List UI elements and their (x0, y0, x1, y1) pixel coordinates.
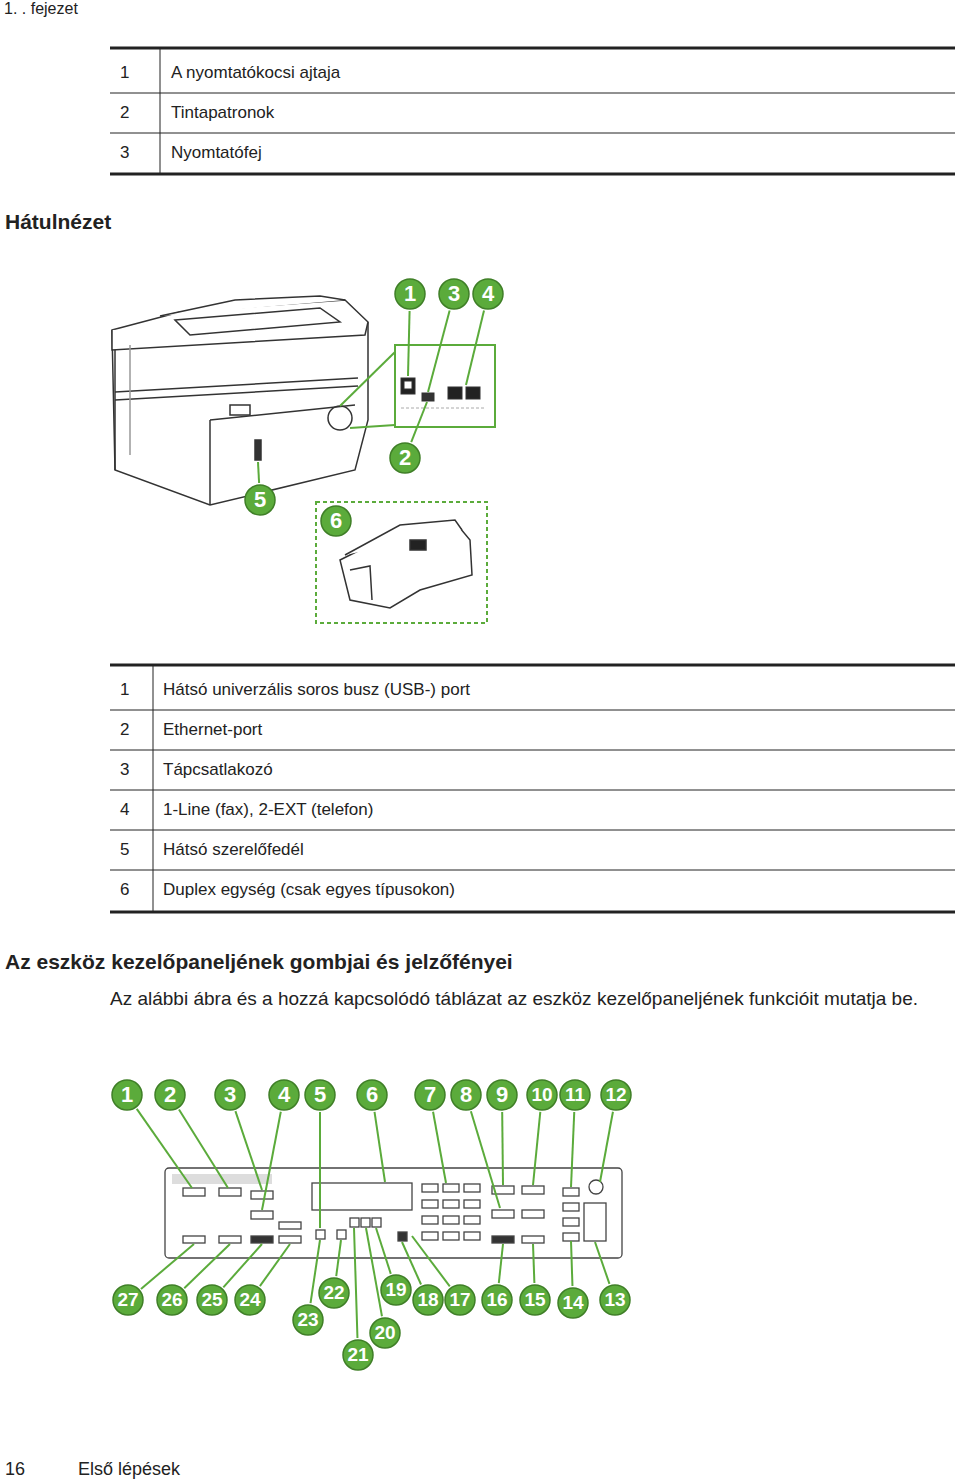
callout-number: 27 (111, 1289, 145, 1312)
callout-number: 13 (598, 1289, 632, 1312)
callout-number: 15 (518, 1289, 552, 1312)
table-rules (110, 48, 955, 174)
leader-line (571, 1241, 572, 1286)
callout-number: 12 (599, 1084, 633, 1107)
text-label: Első lépések (78, 1459, 180, 1481)
leader-line (354, 1228, 357, 1338)
leader-line (336, 1240, 341, 1276)
callout-number: 7 (413, 1082, 447, 1108)
table-rules (110, 665, 955, 912)
callout-number: 11 (558, 1084, 592, 1107)
section-heading: Az eszköz kezelőpaneljének gombjai és je… (5, 949, 513, 974)
callout-number: 3 (437, 281, 471, 307)
leader-line (533, 1244, 534, 1283)
leader-line (223, 1244, 262, 1287)
leader-line (184, 1244, 230, 1288)
leader-line (262, 1112, 281, 1210)
duplex-frame (316, 502, 487, 623)
text-label: Ethernet-port (163, 720, 262, 740)
callout-number: 19 (379, 1279, 413, 1302)
text-label: 2 (120, 103, 129, 123)
leader-line (428, 310, 450, 392)
leader-line (258, 462, 259, 483)
leader-line (375, 1112, 385, 1182)
callout-number: 18 (411, 1289, 445, 1312)
callout-circles (112, 279, 631, 1370)
callout-number: 16 (480, 1289, 514, 1312)
leader-line (433, 1112, 446, 1183)
text-label: 3 (120, 760, 129, 780)
leader-line (408, 311, 410, 376)
leader-line (319, 1112, 321, 1228)
callout-number: 22 (317, 1282, 351, 1305)
callout-number: 1 (393, 281, 427, 307)
callout-number: 14 (556, 1292, 590, 1315)
callout-number: 6 (319, 508, 353, 534)
leader-line (411, 402, 427, 442)
callout-number: 4 (471, 281, 505, 307)
text-label: 1. . fejezet (4, 0, 78, 19)
leader-line (600, 1112, 613, 1182)
duplex-illustration (340, 520, 472, 608)
callout-number: 9 (485, 1082, 519, 1108)
leader-line (260, 1244, 290, 1286)
printer-illustration (112, 296, 368, 505)
callout-number: 25 (195, 1289, 229, 1312)
text-label: Hátsó szerelőfedél (163, 840, 304, 860)
callout-number: 4 (267, 1082, 301, 1108)
section-heading: Hátulnézet (5, 209, 111, 234)
text-label: 1-Line (fax), 2-EXT (telefon) (163, 800, 373, 820)
leader-line (412, 1236, 450, 1286)
leader-line (235, 1111, 262, 1190)
callout-number: 5 (243, 487, 277, 513)
callout-number: 21 (341, 1344, 375, 1367)
callout-number: 26 (155, 1289, 189, 1312)
text-label: A nyomtatókocsi ajtaja (171, 63, 340, 83)
leader-lines (137, 310, 613, 1338)
callout-number: 5 (303, 1082, 337, 1108)
text-label: 6 (120, 880, 129, 900)
leader-line (376, 1228, 391, 1274)
leader-line (501, 1112, 504, 1185)
callout-number: 20 (368, 1322, 402, 1345)
text-label: 5 (120, 840, 129, 860)
port-panel (401, 378, 485, 408)
control-panel (165, 1168, 622, 1258)
callout-number: 24 (233, 1289, 267, 1312)
text-label: 4 (120, 800, 129, 820)
callout-number: 8 (449, 1082, 483, 1108)
leader-line (571, 1112, 574, 1187)
text-label: 2 (120, 720, 129, 740)
callout-number: 1 (110, 1082, 144, 1108)
text-label: 3 (120, 143, 129, 163)
callout-number: 6 (355, 1082, 389, 1108)
leader-line (141, 1244, 194, 1289)
leader-line (533, 1112, 540, 1185)
text-label: Nyomtatófej (171, 143, 262, 163)
leader-line (595, 1242, 609, 1284)
leader-line (137, 1109, 192, 1188)
callout-number: 2 (388, 445, 422, 471)
callout-number: 17 (443, 1289, 477, 1312)
callout-number: 23 (291, 1309, 325, 1332)
text-label: 1 (120, 680, 129, 700)
text-label: Duplex egység (csak egyes típusokon) (163, 880, 455, 900)
text-label: Tápcsatlakozó (163, 760, 273, 780)
text-label: 1 (120, 63, 129, 83)
leader-line (499, 1244, 503, 1283)
callout-number: 2 (153, 1082, 187, 1108)
body-text: Az alábbi ábra és a hozzá kapcsolódó táb… (110, 985, 945, 1013)
text-label: Hátsó univerzális soros busz (USB-) port (163, 680, 470, 700)
callout-number: 10 (525, 1084, 559, 1107)
leader-line (471, 1111, 500, 1208)
leader-line (179, 1109, 228, 1188)
text-label: Tintapatronok (171, 103, 274, 123)
callout-number: 3 (213, 1082, 247, 1108)
text-label: 16 (5, 1459, 25, 1481)
leader-line (466, 311, 484, 385)
